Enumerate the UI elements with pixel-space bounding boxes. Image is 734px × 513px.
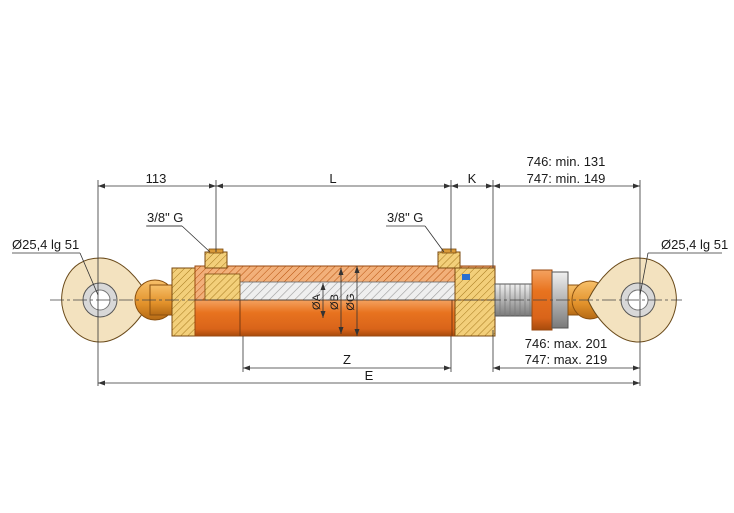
- z-dimension-line: [243, 365, 451, 371]
- left-eye-leader: [12, 252, 99, 296]
- stroke-max-747-label: 747: max. 219: [525, 352, 607, 367]
- dim-113-label: 113: [146, 171, 167, 186]
- right-eye-leader: [639, 252, 722, 296]
- left-port-label: 3/8" G: [147, 210, 183, 225]
- dim-Z-label: Z: [343, 352, 351, 367]
- stroke-min-746-label: 746: min. 131: [527, 154, 606, 169]
- dim-K-label: K: [468, 171, 477, 186]
- stroke-min-747-label: 747: min. 149: [527, 171, 606, 186]
- max-dimension-line: [493, 365, 640, 371]
- left-port-leader: [146, 225, 211, 253]
- extension-lines: [97, 180, 641, 386]
- diameter-arrows: [320, 266, 360, 336]
- dim-L-label: L: [329, 171, 336, 186]
- right-port-leader: [386, 225, 445, 253]
- right-port-label: 3/8" G: [387, 210, 423, 225]
- right-eye-label: Ø25,4 lg 51: [661, 237, 728, 252]
- stroke-max-746-label: 746: max. 201: [525, 336, 607, 351]
- right-port-fitting: [437, 248, 461, 269]
- left-eye-label: Ø25,4 lg 51: [12, 237, 79, 252]
- e-dimension-line: [98, 380, 640, 386]
- cylinder-body: [171, 265, 496, 337]
- dia-A-label: ØA: [311, 293, 323, 310]
- dia-B-label: ØB: [329, 294, 341, 310]
- dia-G-label: ØG: [345, 293, 357, 310]
- dim-E-label: E: [365, 368, 374, 383]
- top-dimension-line: [98, 183, 640, 189]
